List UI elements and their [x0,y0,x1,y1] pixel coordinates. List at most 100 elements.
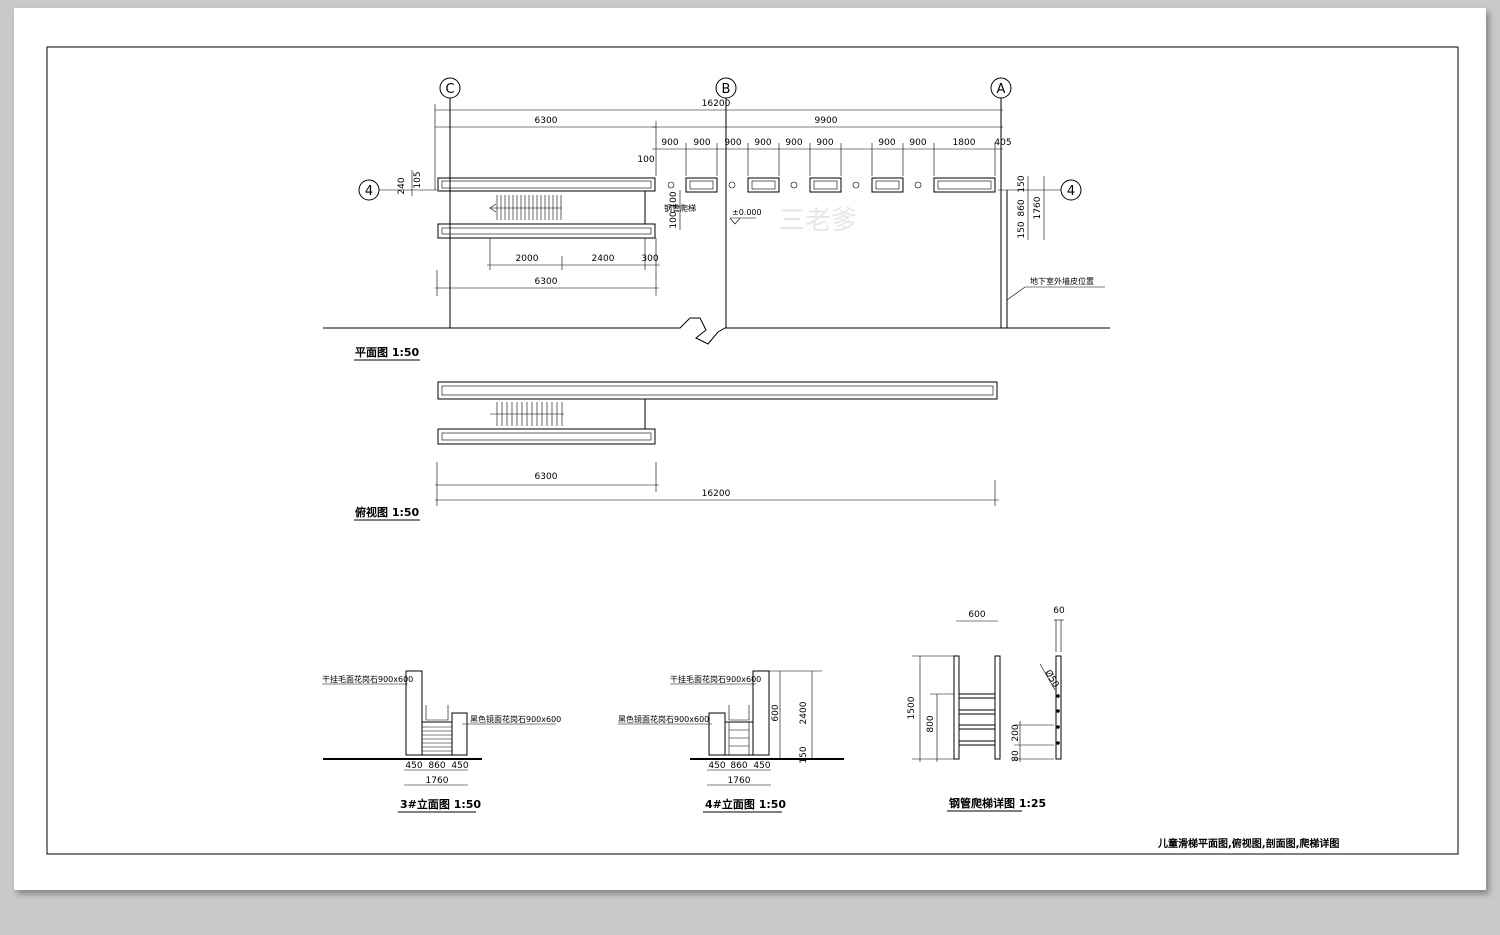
opening-3 [809,177,842,193]
axis-label-b: B [722,82,731,97]
wall-note-leader [1006,286,1105,301]
dim-100-b: 100 [669,211,679,228]
dim-100-top: 100 [637,155,654,165]
ladder-rung-4 [958,740,996,746]
wall-note: 地下室外墙皮位置 [1030,276,1094,286]
dim-extension-lines [434,104,1002,190]
ladder-rung-2 [958,709,996,715]
opening-2 [747,177,780,193]
ladder-dim-600: 600 [968,610,985,620]
e3-note-top: 干挂毛面花岗石900x600 [322,674,413,684]
drawing-sheet: C B A 4 4 16200 6300 9900 900 900 900 90… [14,8,1486,890]
side-dim-6300: 6300 [535,472,558,482]
e4-right-column [752,670,770,756]
elevation-3: 干挂毛面花岗石900x600 黑色镜面花岗石900x600 450 860 45… [322,670,561,813]
axis-label-c: C [445,82,454,97]
e3-middle [421,721,453,756]
dim-900-b: 900 [693,138,710,148]
e3-dim-1760: 1760 [426,776,449,786]
plan-title: 平面图 1:50 [355,346,420,359]
level-mark-symbol [729,217,756,225]
plan-view: C B A 4 4 16200 6300 9900 900 900 900 90… [323,77,1110,361]
lower-beam-inner [441,227,652,235]
post-markers [667,181,922,189]
opening-5 [933,177,996,193]
dim-6300-bottom: 6300 [535,277,558,287]
dim-150-top: 150 [1017,175,1027,192]
e3-stair-hatch [422,726,452,752]
dim-1760: 1760 [1033,196,1043,219]
ladder-left-rail [953,655,960,760]
e4-note-top: 干挂毛面花岗石900x600 [670,674,761,684]
e4-dim-450-l: 450 [708,761,725,771]
dim-right: 9900 [815,116,838,126]
ladder-detail: 600 1500 800 60 Ø50 200 80 钢管爬梯详图 1:25 [907,606,1065,812]
ladder-dim-50: Ø50 [1042,668,1061,690]
dim-left: 6300 [535,116,558,126]
e4-dim-450-r: 450 [753,761,770,771]
watermark: 三老爹 [779,206,857,236]
dim-1800: 1800 [953,138,976,148]
elevation-4: 干挂毛面花岗石900x600 黑色镜面花岗石900x600 600 2400 1… [618,670,844,813]
ladder-dim-1500: 1500 [907,696,917,719]
e4-dim-2400: 2400 [799,701,809,724]
dim-860: 860 [1017,199,1027,216]
ladder-right-rail [994,655,1001,760]
e4-ladder-hatch [728,722,750,755]
side-title: 俯视图 1:50 [355,505,420,519]
e4-middle [724,721,754,756]
side-beam-outer [437,381,998,400]
opening-1 [685,177,718,193]
ladder-dim-200: 200 [1011,724,1021,741]
ladder-dim-80: 80 [1011,750,1021,762]
dim-900-c: 900 [724,138,741,148]
drawing-frame [46,46,1459,855]
ladder-rung-3 [958,724,996,730]
axis-label-4-left: 4 [365,184,373,199]
stair-hatch [489,195,562,220]
dim-900-f: 900 [816,138,833,148]
e3-left-column [405,670,423,756]
axis-label-a: A [997,82,1006,97]
dim-900-a: 900 [661,138,678,148]
ladder-dim-800: 800 [926,715,936,732]
lower-beam-outer [437,223,656,239]
ground-line [323,317,1110,345]
side-view: 6300 16200 俯视图 1:50 [354,381,999,521]
dim-100-a: 100 [669,191,679,208]
dim-105: 105 [413,171,423,188]
e3-note-mid: 黑色镜面花岗石900x600 [470,714,561,724]
e4-dim-1760: 1760 [728,776,751,786]
ladder-title: 钢管爬梯详图 1:25 [949,796,1046,810]
cad-drawing: C B A 4 4 16200 6300 9900 900 900 900 90… [46,46,1459,855]
e3-dim-450-r: 450 [451,761,468,771]
ladder-side-rail [1055,655,1062,760]
side-dim-16200: 16200 [702,489,731,499]
dim-900-g: 900 [878,138,895,148]
platform-outer [437,177,656,192]
ladder-rung-1 [958,693,996,699]
dim-900-h: 900 [909,138,926,148]
opening-4 [871,177,904,193]
e3-title: 3#立面图 1:50 [400,797,481,811]
side-stair-hatch [490,402,564,426]
e3-dim-860: 860 [428,761,445,771]
dim-240: 240 [397,177,407,194]
e4-dim-860: 860 [730,761,747,771]
dim-300: 300 [641,254,658,264]
e4-title: 4#立面图 1:50 [705,797,786,811]
e4-left-column [708,712,726,756]
dim-2400: 2400 [592,254,615,264]
sheet-title: 儿童滑梯平面图,俯视图,剖面图,爬梯详图 [1157,837,1339,850]
dim-900-e: 900 [785,138,802,148]
dim-900-d: 900 [754,138,771,148]
platform-inner [441,180,652,189]
e3-right-column [451,712,468,756]
dim-405: 405 [994,138,1011,148]
ladder-side-bolts [1056,694,1060,745]
e3-dim-450-l: 450 [405,761,422,771]
dim-2000: 2000 [516,254,539,264]
dim-total: 16200 [702,99,731,109]
dim-150-bot: 150 [1017,221,1027,238]
side-lower-beam [437,428,656,445]
